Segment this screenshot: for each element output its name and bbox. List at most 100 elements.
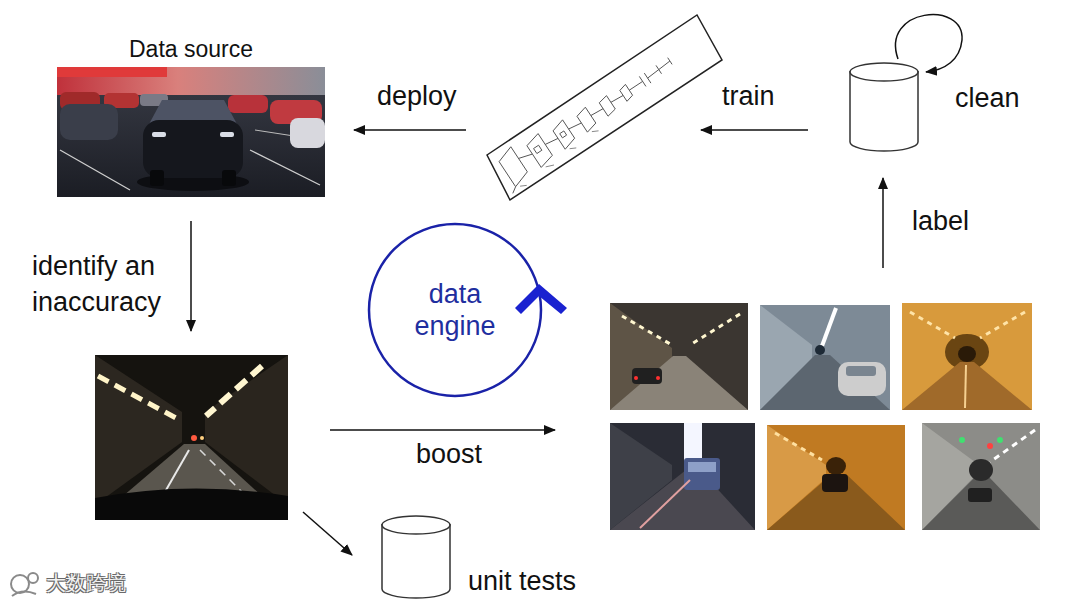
network-diagram-part-part [592,128,599,134]
cycle-outline [367,222,543,398]
tunnel-photo-grid-part [826,457,846,475]
tunnel-photo-grid-part [767,425,905,530]
tunnel-photo-grid-part [610,423,755,530]
cycle-ring [369,224,541,396]
cycle-circle: data engine [367,222,543,398]
tunnel-photo-grid-part [690,314,740,345]
text-holder: identify an inaccuracy [30,248,185,321]
text-holder: boost [414,438,484,470]
text-holder: train [720,80,777,112]
photo-grid-node [610,303,1040,530]
cylinder-body [850,71,918,151]
network-diagram-part-part [519,151,533,162]
flow-arrow [190,221,192,331]
parking-lot-photo-part [57,67,325,95]
tunnel-photo-grid-part [968,488,992,502]
node-label: clean [955,82,1020,114]
tunnel-photo-grid-part [760,355,890,410]
tunnel-photo-grid-part [987,443,993,449]
parking-lot-photo-part [150,170,164,186]
tunnel-photo-grid-part [990,430,1035,462]
parking-lot-photo-part [250,150,320,185]
parking-lot-photo-part [220,132,234,137]
photo-node: Data source [57,67,325,197]
text-holder: data engine [393,278,517,343]
photo-node [95,355,288,520]
tunnel-photo-grid-part [902,303,1032,410]
flow-arrow [882,178,884,268]
edge-label: boost [414,438,484,470]
tunnel-photo-grid-part [632,368,662,384]
network-diagram-part-part [570,145,577,151]
network-diagram-part-part [619,84,634,101]
cylinder-outline [848,62,920,152]
database-cylinder: unit tests [380,515,452,599]
tunnel-photo-grid-part [822,474,848,492]
parking-lot-photo-part [152,132,166,137]
tunnel-photo-grid-part [997,437,1003,443]
parking-lot-photo-part [57,67,325,197]
parking-lot-photo [57,67,325,197]
edge-label: train [720,80,777,112]
edge-label: identify an inaccuracy [30,248,185,321]
tunnel-photo-part [191,435,197,441]
text-holder: Data source [57,36,325,64]
flow-arrow [895,15,962,72]
tunnel-photo-grid-part [922,476,1040,530]
tunnel-photo-grid-part [688,462,716,472]
tunnel-photo [95,355,288,520]
tunnel-photo-grid-part [822,308,836,346]
watermark-logo [11,573,38,596]
network-diagram-part-part [647,70,659,79]
tunnel-photo-grid-part [965,365,966,408]
tunnel-photo-grid-part [634,376,638,380]
cylinder-body [382,524,450,598]
parking-lot-photo-part [228,95,268,113]
tunnel-photo-grid-part [910,312,955,338]
text-holder: 大数跨境 [46,571,126,595]
tunnel-photo-grid-part [980,312,1025,338]
network-diagram-part-part [611,95,623,104]
parking-lot-photo-part [60,150,130,190]
tunnel-photo-grid-part [958,346,976,362]
flow-arrow [701,129,808,131]
text-holder: unit tests [468,565,576,597]
parking-lot-photo-part [222,170,236,186]
network-diagram-part-part [545,137,558,146]
node-label: unit tests [468,565,576,597]
tunnel-photo-grid-part [640,480,690,528]
tunnel-photo-grid-part [656,376,660,380]
network-diagram-part-part [560,131,567,138]
flow-arrow [303,512,352,555]
tunnel-photo-grid-part [610,303,748,410]
network-diagram-part-part [629,81,642,90]
tunnel-photo-grid [610,303,1040,530]
cycle-label: data engine [393,278,517,343]
network-diagram-part-part [525,134,555,168]
tunnel-photo-grid-part [610,423,672,530]
tunnel-photo-grid-part [760,305,890,410]
tunnel-photo-part [200,436,204,440]
edge-label: label [910,205,971,237]
tunnel-photo-grid-part [684,458,720,490]
cylinder-top [850,63,918,81]
parking-lot-photo-part [60,104,118,140]
tunnel-photo-grid-part [902,362,1032,410]
tunnel-photo-grid-part [969,459,993,481]
tunnel-photo-grid-part [622,316,672,345]
tunnel-photo-part [98,376,176,418]
tunnel-photo-grid-part [775,433,822,460]
tunnel-photo-part [95,488,288,520]
tunnel-photo-grid-part [767,474,905,530]
network-diagram-part [487,15,722,200]
network-diagram-part-part [644,73,651,83]
edge-label: deploy [375,80,459,112]
network-diagram-part-part [598,96,616,117]
parking-lot-photo-part [57,67,167,77]
network-diagram [487,15,722,200]
node-heading: Data source [57,36,325,64]
cylinder-outline [380,515,452,599]
database-cylinder: clean [848,62,920,152]
